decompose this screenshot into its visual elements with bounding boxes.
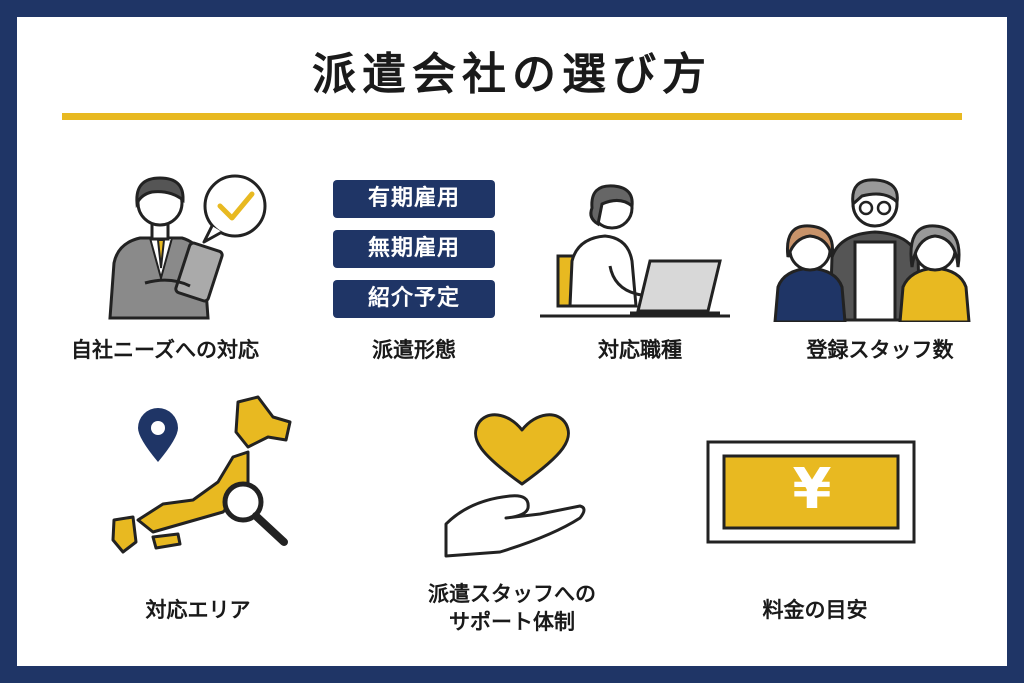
tag-indefinite-term: 無期雇用 bbox=[333, 230, 495, 268]
item-label-staff-support: 派遣スタッフへの サポート体制 bbox=[400, 580, 624, 636]
item-label-needs: 自社ニーズへの対応 bbox=[71, 338, 259, 362]
heart-on-hand-icon bbox=[444, 413, 586, 558]
item-label-staff-support-line2: サポート体制 bbox=[449, 610, 575, 634]
tag-temp-to-perm: 紹介予定 bbox=[333, 280, 495, 318]
title-underline bbox=[62, 113, 962, 120]
item-label-dispatch-type: 派遣形態 bbox=[372, 338, 456, 362]
yen-bill-icon bbox=[706, 440, 916, 544]
consultant-with-checkmark-icon bbox=[108, 174, 267, 320]
yen-symbol: ¥ bbox=[792, 457, 832, 522]
item-label-service-area: 対応エリア bbox=[145, 598, 251, 622]
worker-at-laptop-icon bbox=[540, 184, 730, 318]
content-panel bbox=[17, 17, 1007, 666]
item-label-staff-count: 登録スタッフ数 bbox=[806, 338, 954, 362]
item-label-price-guide: 料金の目安 bbox=[762, 598, 868, 622]
japan-map-search-icon bbox=[111, 395, 292, 554]
item-label-staff-support-line1: 派遣スタッフへの bbox=[428, 582, 596, 606]
tag-fixed-term: 有期雇用 bbox=[333, 180, 495, 218]
page-title: 派遣会社の選び方 bbox=[312, 49, 712, 100]
item-label-job-types: 対応職種 bbox=[598, 338, 682, 362]
staff-group-icon bbox=[773, 178, 971, 322]
